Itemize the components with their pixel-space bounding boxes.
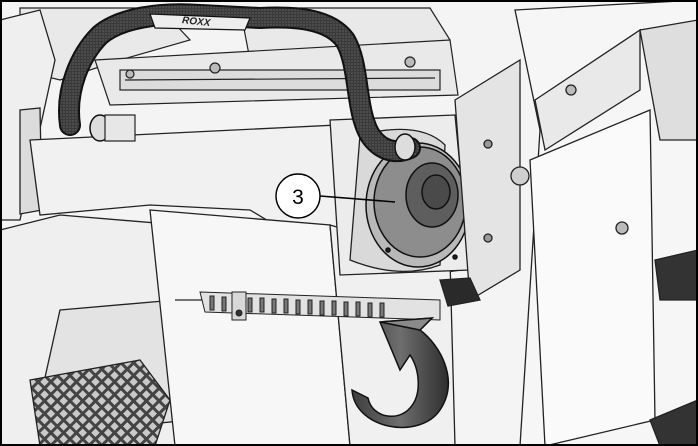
callout-3: 3 — [275, 173, 396, 219]
grab-handle — [58, 3, 421, 163]
callout-label: 3 — [292, 186, 304, 209]
rotation-arrow — [351, 317, 449, 429]
callout-leader-line — [319, 195, 396, 203]
callout-circle — [275, 173, 321, 219]
speaker — [365, 142, 471, 268]
cable-strap — [199, 291, 441, 321]
handle-brand-text: ROXX — [181, 15, 212, 29]
